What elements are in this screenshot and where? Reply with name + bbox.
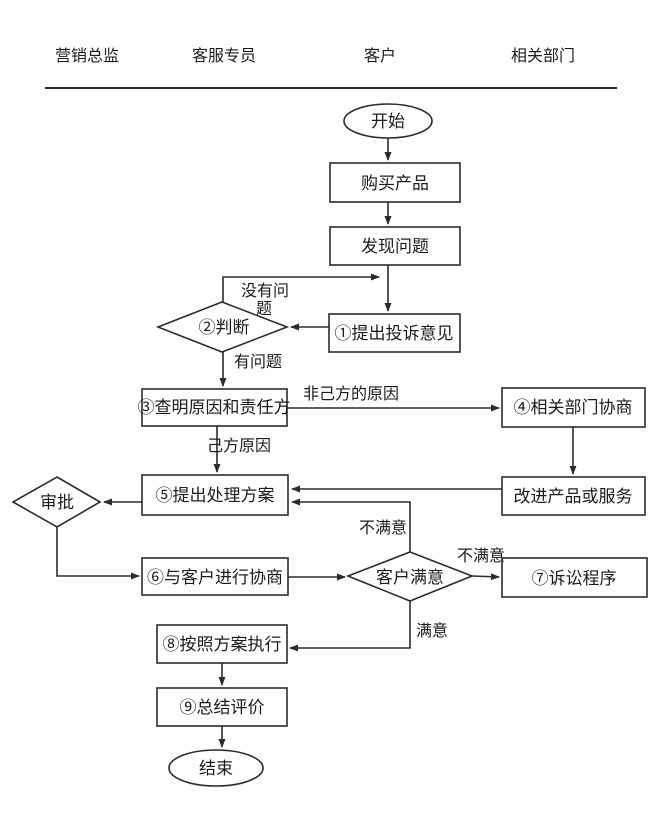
lane-label-related-department: 相关部门 [511,47,575,65]
end-label: 结束 [199,759,233,778]
label-dissatisfied-to-lawsuit: 不满意 [457,546,505,565]
propose-plan-label: ⑤提出处理方案 [156,486,275,505]
submit-complaint-label: ①提出投诉意见 [335,324,454,343]
lawsuit-label: ⑦诉讼程序 [532,569,617,588]
find-problem-box [329,226,461,266]
label-not-own-cause: 非己方的原因 [303,385,399,403]
buy-product-label: 购买产品 [361,174,429,193]
summary-review-label: ⑨总结评价 [180,698,265,717]
label-dissatisfied-to-plan: 不满意 [359,518,407,537]
label-no-problem-line1: 没有问 [241,282,289,300]
execute-plan-label: ⑧按照方案执行 [163,635,282,654]
edge-dissatisfied-to-plan [291,498,411,552]
judge-diamond [155,301,290,353]
start-terminator [343,103,433,139]
edge-approve-to-negotiate [56,527,140,580]
improve-product-box [501,476,646,516]
submit-complaint-box [328,313,461,353]
negotiate-customer-box [141,557,289,596]
execute-plan-box [156,624,288,664]
label-no-problem-line2: 题 [256,301,272,318]
approve-label: 审批 [40,493,74,512]
lane-label-marketing-director: 营销总监 [55,47,119,65]
judge-label: ②判断 [199,318,250,337]
find-problem-label: 发现问题 [361,237,429,256]
summary-review-box [156,687,288,727]
customer-satisfied-label: 客户满意 [376,568,444,587]
label-satisfied: 满意 [416,621,448,640]
customer-satisfied-diamond [345,551,475,602]
swimlane-header: 营销总监 客服专员 客户 相关部门 [45,47,617,89]
dept-negotiate-box [501,387,646,428]
start-label: 开始 [371,112,405,131]
label-own-cause: 己方原因 [207,437,271,455]
approve-diamond [11,476,102,528]
lane-label-customer: 客户 [364,47,396,65]
flow-edges [56,138,577,748]
label-has-problem: 有问题 [234,353,282,371]
buy-product-box [329,162,461,203]
edge-labels: 没有问 题 有问题 非己方的原因 己方原因 不满意 不满意 满意 [207,282,505,640]
negotiate-customer-label: ⑥与客户进行协商 [147,568,283,587]
find-cause-label: ③查明原因和责任方 [138,398,291,417]
edge-dissatisfied-to-lawsuit [471,573,500,581]
propose-plan-box [141,474,289,516]
end-terminator [168,749,264,787]
lane-label-service-specialist: 客服专员 [192,47,256,65]
flow-nodes: 开始 购买产品 发现问题 ①提出投诉意见 ②判断 ③查明原因和责任方 ④相关部门… [11,103,648,787]
find-cause-box [141,388,288,427]
edge-satisfied-to-execute [289,601,411,652]
improve-product-label: 改进产品或服务 [514,487,633,506]
edge-judge-no-problem [222,273,380,302]
dept-negotiate-label: ④相关部门协商 [514,398,633,417]
lawsuit-box [501,557,648,598]
